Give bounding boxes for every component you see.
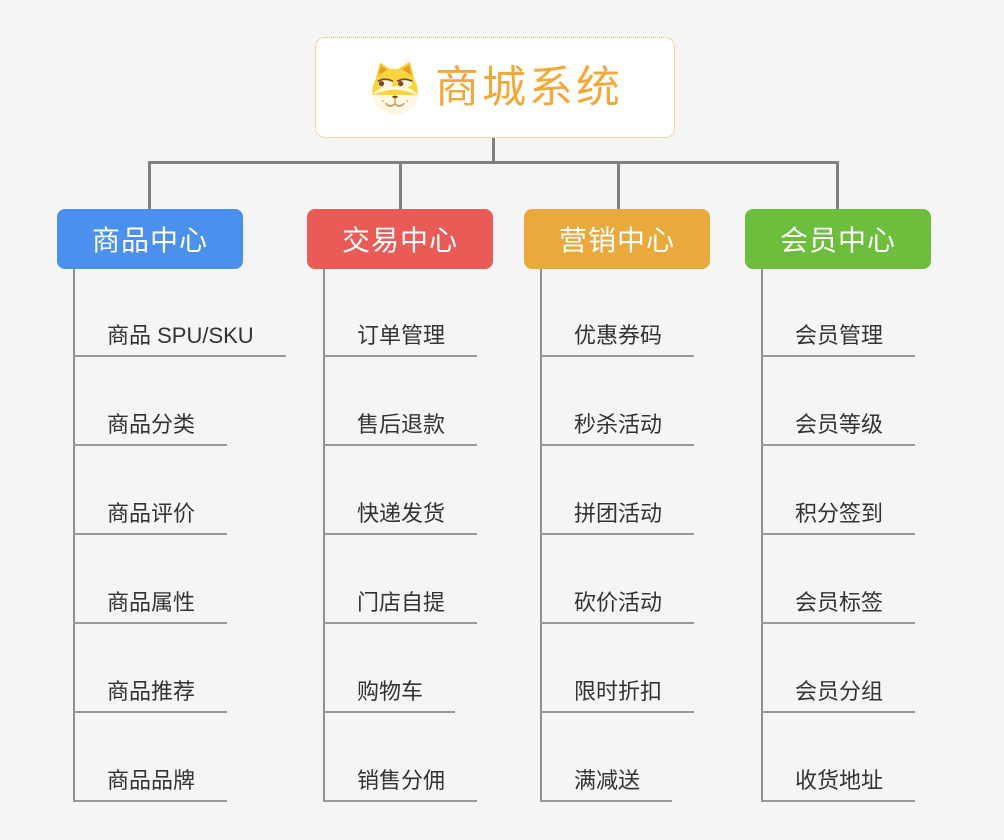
branch-bus-line xyxy=(148,161,839,164)
leaf-node[interactable]: 积分签到 xyxy=(761,500,916,535)
marketing-center-node[interactable]: 营销中心 xyxy=(524,209,710,269)
member-center-node[interactable]: 会员中心 xyxy=(745,209,931,269)
leaf-node[interactable]: 限时折扣 xyxy=(540,678,695,713)
leaf-node[interactable]: 商品推荐 xyxy=(73,678,228,713)
branch-column-trade-center: 交易中心 订单管理 售后退款 快递发货 门店自提 购物车 销售分佣 xyxy=(307,209,547,840)
leaf-node[interactable]: 秒杀活动 xyxy=(540,411,695,446)
leaf-node[interactable]: 商品属性 xyxy=(73,589,228,624)
leaf-node[interactable]: 购物车 xyxy=(323,678,456,713)
doge-icon xyxy=(372,61,418,114)
branch-column-member-center: 会员中心 会员管理 会员等级 积分签到 会员标签 会员分组 收货地址 xyxy=(745,209,985,840)
leaf-node[interactable]: 会员标签 xyxy=(761,589,916,624)
root-stem-line xyxy=(492,136,495,163)
leaf-node[interactable]: 商品 SPU/SKU xyxy=(73,322,286,357)
branch-drop-line xyxy=(148,161,151,211)
branch-trunk-line xyxy=(73,269,75,802)
branch-drop-line xyxy=(399,161,402,211)
root-title: 商城系统 xyxy=(435,62,623,112)
leaf-node[interactable]: 商品品牌 xyxy=(73,767,228,802)
branch-trunk-line xyxy=(761,269,763,802)
root-node[interactable]: 商城系统 xyxy=(315,37,675,138)
leaf-node[interactable]: 销售分佣 xyxy=(323,767,478,802)
leaf-node[interactable]: 商品分类 xyxy=(73,411,228,446)
branch-trunk-line xyxy=(540,269,542,802)
branch-trunk-line xyxy=(323,269,325,802)
leaf-node[interactable]: 优惠券码 xyxy=(540,322,695,357)
branch-column-product-center: 商品中心 商品 SPU/SKU 商品分类 商品评价 商品属性 商品推荐 商品品牌 xyxy=(57,209,297,840)
leaf-node[interactable]: 快递发货 xyxy=(323,500,478,535)
leaf-node[interactable]: 订单管理 xyxy=(323,322,478,357)
branch-column-marketing-center: 营销中心 优惠券码 秒杀活动 拼团活动 砍价活动 限时折扣 满减送 xyxy=(524,209,764,840)
leaf-node[interactable]: 会员管理 xyxy=(761,322,916,357)
leaf-node[interactable]: 砍价活动 xyxy=(540,589,695,624)
branch-drop-line xyxy=(836,161,839,211)
leaf-node[interactable]: 门店自提 xyxy=(323,589,478,624)
leaf-node[interactable]: 拼团活动 xyxy=(540,500,695,535)
trade-center-node[interactable]: 交易中心 xyxy=(307,209,493,269)
product-center-node[interactable]: 商品中心 xyxy=(57,209,243,269)
leaf-node[interactable]: 会员分组 xyxy=(761,678,916,713)
leaf-node[interactable]: 收货地址 xyxy=(761,767,916,802)
leaf-node[interactable]: 售后退款 xyxy=(323,411,478,446)
leaf-node[interactable]: 会员等级 xyxy=(761,411,916,446)
leaf-node[interactable]: 满减送 xyxy=(540,767,673,802)
branch-drop-line xyxy=(617,161,620,211)
leaf-node[interactable]: 商品评价 xyxy=(73,500,228,535)
